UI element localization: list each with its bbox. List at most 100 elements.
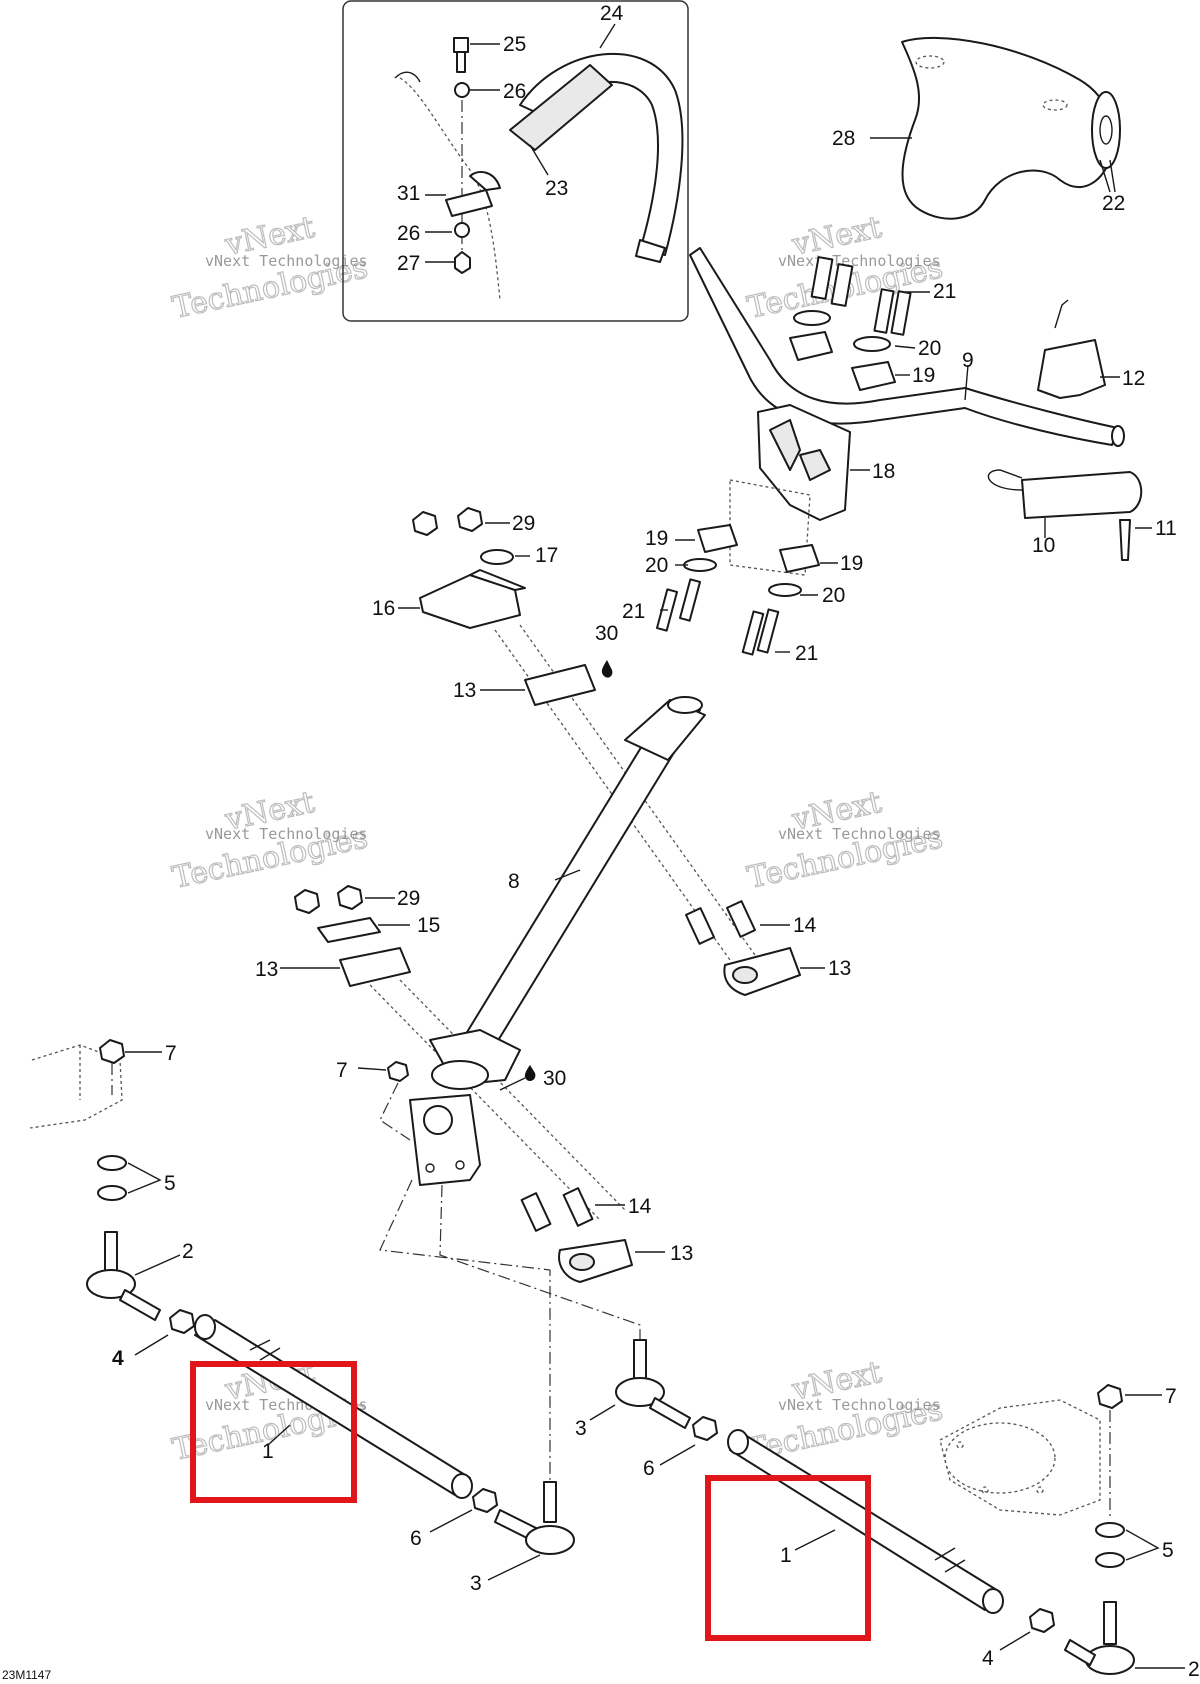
callout-26-lower: 26 — [397, 222, 420, 245]
clamp-31 — [445, 189, 493, 217]
callout-30: 30 — [595, 622, 618, 645]
callout-27: 27 — [397, 252, 420, 275]
inset-bar-ghost — [399, 77, 501, 301]
callout-19: 19 — [912, 364, 935, 387]
bolt-21-f — [678, 578, 702, 622]
bolt-21-b — [830, 263, 854, 307]
screw-25 — [453, 37, 469, 73]
pin-14-a — [684, 907, 716, 945]
svg-text:vNext Technologies: vNext Technologies — [205, 252, 368, 270]
inset-bar-end — [394, 71, 421, 83]
steering-column-8 — [449, 696, 706, 1071]
riser-clamp-bottom-hardware — [655, 524, 838, 656]
washer-20-b — [853, 336, 891, 352]
callout-3-center: 3 — [575, 1417, 587, 1440]
nut-7-right — [1097, 1384, 1123, 1409]
tie-rod-end-2-stud — [104, 1231, 118, 1275]
tie-rod-end-3-b-body — [615, 1377, 665, 1407]
clamp-13-a — [524, 664, 596, 706]
callout-23: 23 — [545, 177, 568, 200]
washer-20-c — [683, 558, 717, 572]
callout-2-right: 2 — [1188, 1658, 1200, 1681]
pin-14-b — [725, 900, 757, 938]
callout-29-lower: 29 — [397, 887, 420, 910]
callout-25: 25 — [503, 33, 526, 56]
svg-text:vNext Technologies: vNext Technologies — [205, 825, 368, 843]
pin-14-c — [520, 1192, 552, 1232]
jam-nut-6-b — [692, 1416, 718, 1441]
clamp-19-c — [697, 524, 738, 553]
svg-text:vNext Technologies: vNext Technologies — [778, 825, 941, 843]
callout-12: 12 — [1122, 367, 1145, 390]
right-spindle-assembly — [939, 1384, 1185, 1675]
callout-7-center: 7 — [336, 1059, 348, 1082]
tie-rod-end-3-a-body — [525, 1525, 575, 1555]
clamp-13-d — [558, 1239, 633, 1283]
washer-5-right-b — [1095, 1552, 1125, 1568]
center-rod-end — [589, 1339, 718, 1466]
washer-5-right-a — [1095, 1522, 1125, 1538]
watermark-middle-right: vNext Technologies vNext Technologies — [744, 784, 947, 896]
callout-1-left: 1 — [262, 1440, 274, 1463]
nut-29-a — [412, 511, 438, 536]
callout-22: 22 — [1102, 192, 1125, 215]
clamp-19-a — [789, 331, 833, 361]
callout-10: 10 — [1032, 534, 1055, 557]
callout-7-right: 7 — [1165, 1385, 1177, 1408]
pin-14-d — [562, 1187, 594, 1227]
inset-frame — [342, 0, 689, 322]
nut-29-d — [337, 885, 363, 910]
crossbar-pad-23 — [509, 64, 613, 151]
callout-26: 26 — [503, 80, 526, 103]
callout-29: 29 — [512, 512, 535, 535]
callout-14: 14 — [793, 914, 817, 937]
callout-4-right: 4 — [982, 1647, 994, 1670]
bolt-21-g — [741, 610, 765, 656]
plug-11 — [1119, 519, 1152, 561]
callout-11: 11 — [1155, 517, 1177, 540]
callout-1-right: 1 — [780, 1544, 792, 1567]
tie-rod-end-2b-stud — [1103, 1601, 1117, 1645]
tie-rod-end-3-b-stud — [633, 1339, 647, 1383]
callout-20-left: 20 — [645, 554, 668, 577]
callout-28: 28 — [832, 127, 855, 150]
callout-4-left: 4 — [112, 1347, 124, 1370]
bolt-21-d — [890, 290, 912, 336]
svg-text:vNext Technologies: vNext Technologies — [778, 1396, 941, 1414]
callout-7-left: 7 — [165, 1042, 177, 1065]
clamp-13-c — [339, 947, 411, 987]
grip-10 — [987, 469, 1143, 538]
jam-nut-4-right — [1029, 1608, 1055, 1633]
nut-7-left — [99, 1039, 125, 1064]
callout-14-lower: 14 — [628, 1195, 652, 1218]
washer-20-d — [768, 583, 802, 597]
callout-13-left: 13 — [255, 958, 278, 981]
watermark-bottom-right: vNext Technologies vNext Technologies — [744, 1354, 947, 1468]
jam-nut-6-a — [472, 1488, 498, 1513]
left-lower-rod-end — [429, 1481, 575, 1581]
tie-rod-end-2-body — [86, 1269, 136, 1299]
callout-19-left: 19 — [645, 527, 668, 550]
washer-5-left-a — [97, 1155, 127, 1171]
callout-31: 31 — [397, 182, 420, 205]
callout-6-left: 6 — [410, 1527, 422, 1550]
callout-21-left: 21 — [622, 600, 645, 623]
lower-right-link-end — [520, 1187, 665, 1283]
upper-steering-link — [480, 624, 756, 961]
washer-5-left-b — [97, 1185, 127, 1201]
callout-9: 9 — [962, 349, 974, 372]
callout-20-right: 20 — [822, 584, 845, 607]
callout-labels: 25 24 26 23 31 26 27 28 22 21 20 19 9 12… — [112, 2, 1200, 1681]
hand-guard-28 — [870, 36, 1121, 220]
washer-26-lower — [454, 222, 470, 238]
bolt-21-c — [873, 288, 895, 334]
callout-17: 17 — [535, 544, 558, 567]
callout-5-left: 5 — [164, 1172, 176, 1195]
bolt-21-h — [756, 608, 780, 654]
watermark-middle-left: vNext Technologies vNext Technologies — [169, 784, 372, 896]
grease-30-upper — [601, 660, 613, 678]
callout-6-center: 6 — [643, 1457, 655, 1480]
washer-26-upper — [454, 82, 470, 98]
callout-21: 21 — [933, 280, 956, 303]
